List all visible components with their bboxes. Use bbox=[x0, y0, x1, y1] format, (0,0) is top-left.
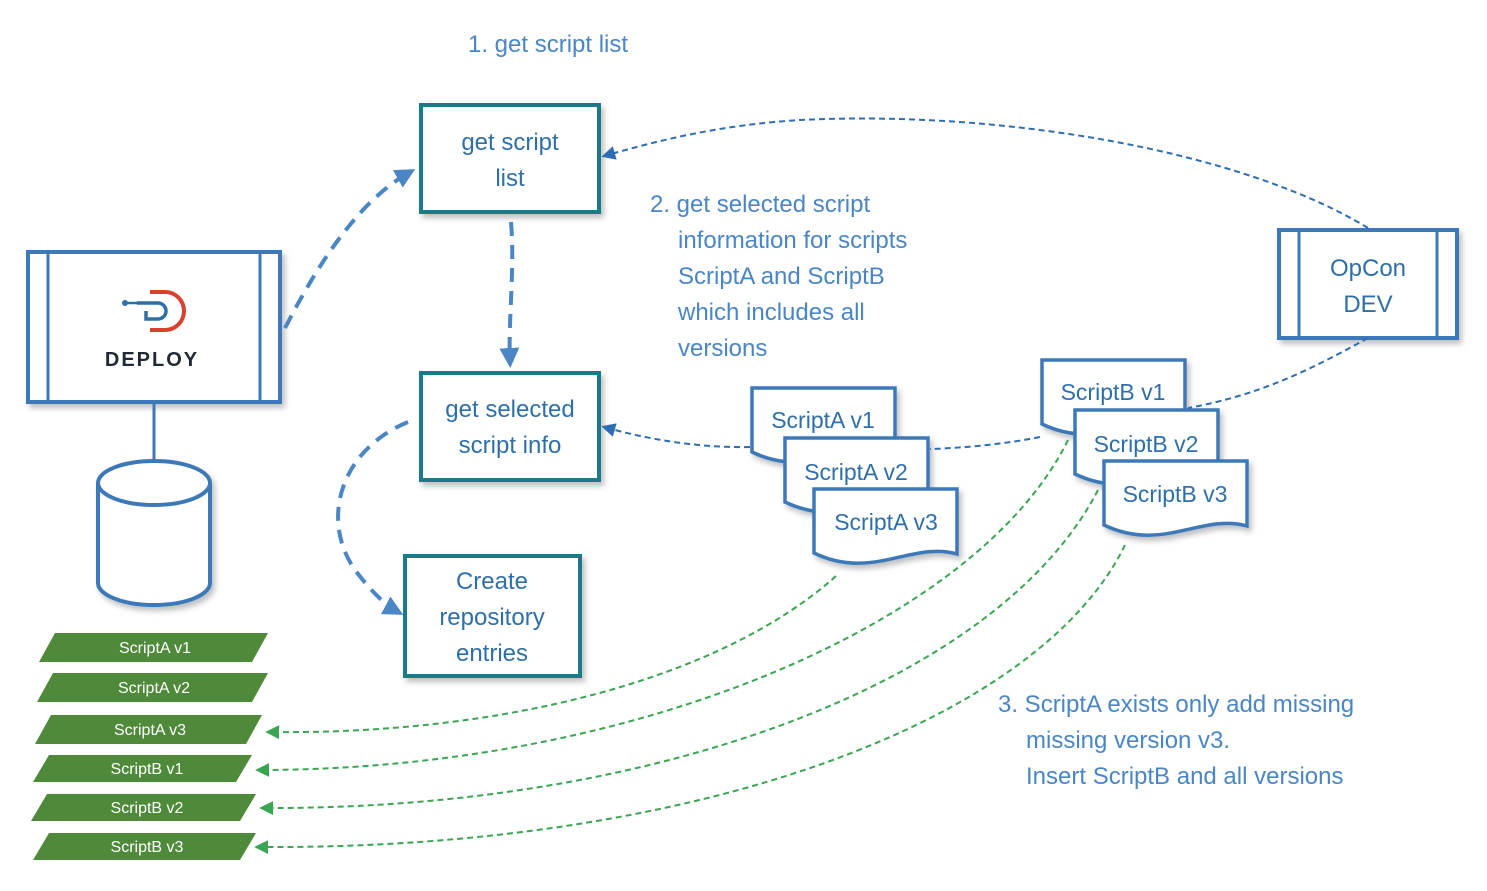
svg-text:ScriptA v1: ScriptA v1 bbox=[119, 640, 191, 657]
scriptA-documents: ScriptA v1 ScriptA v2 ScriptA v3 bbox=[750, 386, 959, 565]
svg-text:get script: get script bbox=[461, 129, 559, 156]
scriptB-v3-insert-arrow bbox=[254, 544, 1126, 855]
svg-text:get selected: get selected bbox=[445, 396, 574, 423]
svg-text:ScriptB v2: ScriptB v2 bbox=[1094, 431, 1199, 457]
repo-entry: ScriptB v1 bbox=[33, 755, 252, 782]
scriptA-v3-insert-arrow bbox=[265, 575, 837, 740]
scriptB-documents: ScriptB v1 ScriptB v2 ScriptB v3 bbox=[1040, 358, 1249, 537]
database-icon bbox=[96, 459, 212, 607]
svg-text:2. get selected script: 2. get selected script bbox=[650, 191, 870, 218]
step-1-label: 1. get script list bbox=[468, 31, 628, 58]
scriptA-v3-document[interactable]: ScriptA v3 bbox=[812, 487, 959, 565]
svg-text:ScriptA v3: ScriptA v3 bbox=[114, 722, 186, 739]
scriptB-to-scriptA-link bbox=[929, 436, 1041, 450]
svg-text:3. ScriptA exists only add mis: 3. ScriptA exists only add missing bbox=[998, 691, 1354, 718]
scriptB-v1-insert-arrow bbox=[255, 439, 1069, 777]
repo-entry: ScriptA v2 bbox=[37, 673, 268, 702]
svg-text:Create: Create bbox=[456, 568, 528, 595]
svg-text:ScriptB v1: ScriptB v1 bbox=[1061, 379, 1166, 405]
svg-text:ScriptB v3: ScriptB v3 bbox=[1123, 481, 1228, 507]
svg-text:ScriptA v2: ScriptA v2 bbox=[118, 680, 190, 697]
svg-text:information for scripts: information for scripts bbox=[678, 227, 907, 254]
get-info-to-create-arrow bbox=[336, 420, 409, 615]
scriptB-v3-document[interactable]: ScriptB v3 bbox=[1102, 459, 1249, 537]
svg-text:missing version v3.: missing version v3. bbox=[1026, 727, 1230, 754]
svg-text:Insert ScriptB and all version: Insert ScriptB and all versions bbox=[1026, 763, 1343, 790]
deploy-system[interactable]: DEPLOY bbox=[26, 250, 282, 404]
deploy-to-get-list-arrow bbox=[283, 169, 416, 329]
deploy-label: DEPLOY bbox=[105, 349, 199, 371]
repo-entry: ScriptB v2 bbox=[31, 794, 256, 821]
svg-text:versions: versions bbox=[678, 335, 767, 362]
svg-text:DEV: DEV bbox=[1343, 291, 1392, 318]
scripts-to-get-info-arrow bbox=[601, 423, 751, 449]
step-3-label: 3. ScriptA exists only add missing missi… bbox=[998, 691, 1354, 790]
get-selected-script-info-box[interactable]: get selected script info bbox=[419, 371, 601, 482]
step-2-label: 2. get selected script information for s… bbox=[650, 191, 907, 362]
repo-entry: ScriptA v3 bbox=[35, 715, 262, 744]
repo-entry: ScriptA v1 bbox=[39, 633, 268, 662]
svg-text:repository: repository bbox=[439, 604, 544, 631]
svg-text:script info: script info bbox=[459, 432, 562, 459]
opcon-to-scriptB-link bbox=[1187, 337, 1369, 409]
svg-text:ScriptB v3: ScriptB v3 bbox=[111, 839, 184, 856]
svg-text:ScriptB v2: ScriptB v2 bbox=[111, 800, 184, 817]
svg-text:ScriptA v1: ScriptA v1 bbox=[771, 407, 875, 433]
svg-text:ScriptA v2: ScriptA v2 bbox=[804, 459, 908, 485]
scriptB-v2-insert-arrow bbox=[259, 489, 1099, 816]
create-repository-entries-box[interactable]: Create repository entries bbox=[403, 554, 582, 678]
svg-text:list: list bbox=[495, 165, 525, 192]
svg-text:entries: entries bbox=[456, 640, 528, 667]
get-script-list-box[interactable]: get script list bbox=[419, 103, 601, 214]
opcon-dev-system[interactable]: OpCon DEV bbox=[1277, 228, 1459, 340]
get-list-to-get-info-arrow bbox=[499, 221, 520, 368]
deploy-logo-icon bbox=[122, 290, 186, 332]
repo-entry: ScriptB v3 bbox=[33, 833, 256, 860]
svg-text:which includes all: which includes all bbox=[677, 299, 865, 326]
repository-entries: ScriptA v1 ScriptA v2 ScriptA v3 ScriptB… bbox=[31, 633, 268, 860]
svg-text:ScriptA v3: ScriptA v3 bbox=[834, 509, 938, 535]
svg-text:ScriptB v1: ScriptB v1 bbox=[111, 761, 184, 778]
svg-text:ScriptA and ScriptB: ScriptA and ScriptB bbox=[678, 263, 885, 290]
svg-text:OpCon: OpCon bbox=[1330, 255, 1406, 282]
